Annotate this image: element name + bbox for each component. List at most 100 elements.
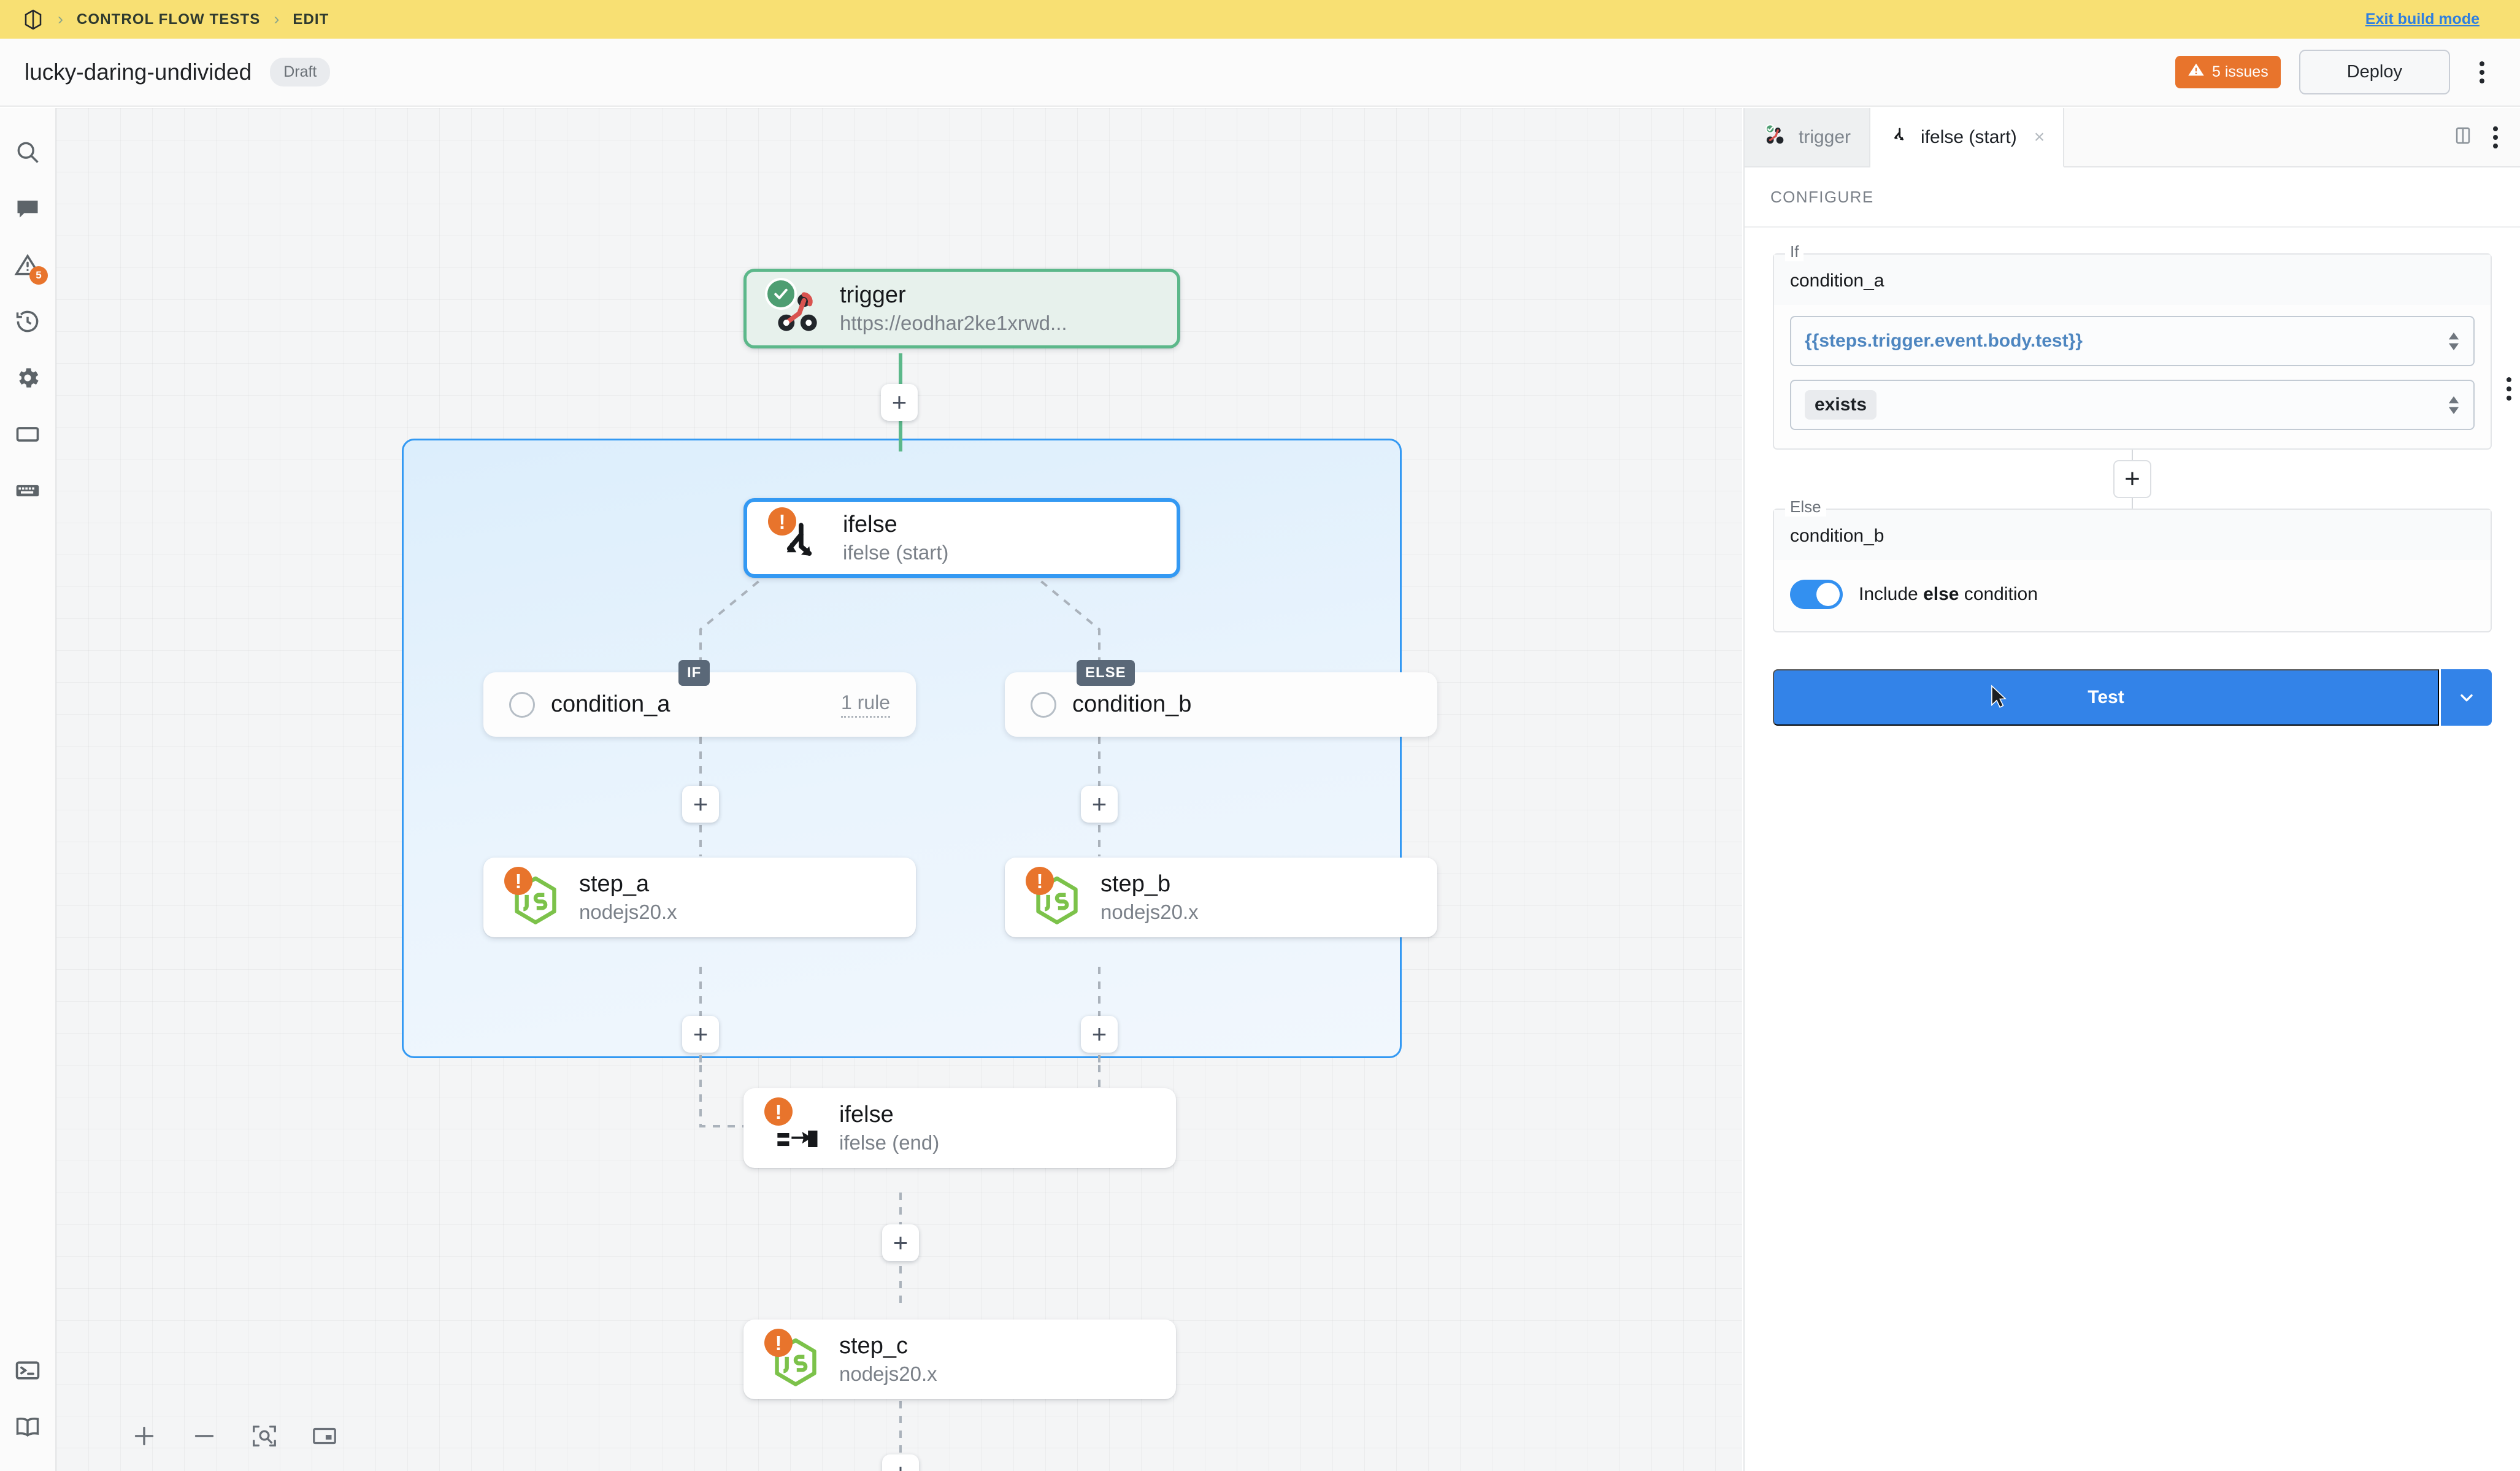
keyboard-icon[interactable] — [0, 463, 56, 519]
if-condition-title: condition_a — [1774, 255, 2491, 305]
issues-badge[interactable]: 5 issues — [2175, 56, 2281, 88]
include-else-label: Include else condition — [1859, 584, 2038, 605]
node-text: ifelse ifelse (start) — [843, 512, 948, 565]
add-step-button[interactable]: + — [1081, 1016, 1118, 1053]
node-subtitle: ifelse (start) — [843, 541, 949, 564]
add-condition-connector: + — [1745, 450, 2520, 512]
if-block: If condition_a {{steps.trigger.event.bod… — [1773, 242, 2511, 450]
fit-view-icon[interactable] — [245, 1417, 283, 1455]
search-icon[interactable] — [0, 124, 56, 180]
gear-icon[interactable] — [0, 350, 56, 406]
else-condition-body: Include else condition — [1774, 560, 2491, 631]
branch-tag-else: ELSE — [1077, 660, 1135, 686]
add-condition-button[interactable]: + — [2113, 460, 2151, 498]
zoom-out-icon[interactable] — [185, 1417, 223, 1455]
operator-value: exists — [1805, 390, 1877, 420]
status-ok-icon — [765, 278, 797, 310]
add-step-button[interactable]: + — [1081, 786, 1118, 823]
chevron-down-icon[interactable] — [2439, 669, 2492, 726]
node-trigger[interactable]: trigger https://eodhar2ke1xrwd... — [743, 269, 1180, 348]
exit-build-mode-link[interactable]: Exit build mode — [2365, 10, 2480, 28]
inspector-panel: trigger ifelse (start) × — [1743, 108, 2520, 1471]
expression-select[interactable]: {{steps.trigger.event.body.test}} — [1790, 316, 2475, 366]
minimap-icon[interactable] — [305, 1417, 344, 1455]
mouse-cursor — [1991, 685, 2007, 708]
deploy-button[interactable]: Deploy — [2299, 50, 2450, 94]
else-legend: Else — [1785, 497, 1826, 517]
branch-split-icon: ! — [768, 507, 827, 566]
node-ifelse-start[interactable]: ! ifelse ifelse (start) — [743, 498, 1180, 578]
include-else-toggle[interactable] — [1790, 580, 1843, 609]
tab-trigger[interactable]: trigger — [1745, 108, 1871, 166]
condition-radio[interactable] — [509, 691, 535, 718]
nodejs-icon: ! — [1026, 867, 1085, 926]
condition-rule-count[interactable]: 1 rule — [840, 691, 890, 718]
add-step-button[interactable]: + — [682, 1016, 719, 1053]
condition-row-more-icon[interactable] — [2507, 377, 2511, 401]
zoom-in-icon[interactable] — [125, 1417, 163, 1455]
node-title: step_a — [579, 870, 650, 897]
header-actions: 5 issues Deploy — [2175, 50, 2495, 94]
node-subtitle: nodejs20.x — [1101, 901, 1199, 924]
node-ifelse-end[interactable]: ! ifelse ifelse (end) — [743, 1088, 1176, 1168]
expression-value: {{steps.trigger.event.body.test}} — [1805, 331, 2083, 351]
terminal-icon[interactable] — [0, 1342, 56, 1399]
flow-canvas[interactable]: + — [56, 108, 1742, 1471]
node-step-b[interactable]: ! step_b nodejs20.x — [1005, 858, 1437, 937]
node-subtitle: ifelse (end) — [839, 1131, 940, 1154]
condition-label: condition_b — [1072, 691, 1192, 717]
workflow-header: lucky-daring-undivided Draft 5 issues De… — [0, 39, 2520, 107]
node-text: step_c nodejs20.x — [839, 1333, 937, 1386]
header-more-menu-icon[interactable] — [2468, 55, 2495, 90]
node-subtitle: nodejs20.x — [839, 1362, 937, 1386]
add-step-button[interactable]: + — [881, 384, 918, 421]
cube-icon[interactable] — [22, 9, 44, 31]
history-icon[interactable] — [0, 293, 56, 350]
warning-triangle-icon — [2188, 61, 2205, 83]
condition-radio[interactable] — [1031, 691, 1056, 718]
condition-node-condition-b[interactable]: condition_b — [1005, 672, 1437, 737]
page-title: lucky-daring-undivided — [25, 59, 252, 85]
add-step-button[interactable]: + — [882, 1224, 919, 1261]
test-button[interactable]: Test — [1773, 669, 2439, 726]
status-warning-icon: ! — [504, 867, 532, 895]
node-text: ifelse ifelse (end) — [839, 1102, 939, 1155]
test-button-group: Test — [1773, 669, 2492, 726]
split-panel-icon[interactable] — [2453, 125, 2473, 149]
warning-icon[interactable]: 5 — [0, 237, 56, 293]
node-text: step_a nodejs20.x — [579, 871, 677, 924]
status-warning-icon: ! — [764, 1329, 793, 1357]
book-icon[interactable] — [0, 1399, 56, 1455]
toggle-label-prefix: Include — [1859, 584, 1924, 604]
panel-more-menu-icon[interactable] — [2487, 123, 2504, 152]
comment-icon[interactable] — [0, 180, 56, 237]
connector-line-bottom — [2132, 498, 2133, 512]
status-warning-icon: ! — [768, 507, 796, 536]
node-step-c[interactable]: ! step_c nodejs20.x — [743, 1319, 1176, 1399]
add-step-button[interactable]: + — [882, 1454, 919, 1471]
tab-ifelse-start[interactable]: ifelse (start) × — [1870, 108, 2065, 167]
node-text: step_b nodejs20.x — [1101, 871, 1199, 924]
else-block: Else condition_b Include else condition — [1773, 497, 2492, 632]
branch-merge-icon: ! — [764, 1097, 823, 1156]
nodejs-icon: ! — [504, 867, 563, 926]
if-condition-body: {{steps.trigger.event.body.test}} exists — [1774, 305, 2511, 448]
operator-select[interactable]: exists — [1790, 380, 2475, 430]
canvas-toolbar — [125, 1417, 344, 1455]
node-subtitle: https://eodhar2ke1xrwd... — [840, 312, 1067, 335]
include-else-toggle-row[interactable]: Include else condition — [1790, 571, 2475, 613]
panel-icon[interactable] — [0, 406, 56, 463]
status-badge: Draft — [270, 58, 331, 86]
tabbar-actions — [2064, 108, 2520, 166]
breadcrumb-item-edit[interactable]: EDIT — [293, 10, 329, 28]
node-title: step_c — [839, 1332, 908, 1359]
breadcrumb-item-project[interactable]: CONTROL FLOW TESTS — [77, 10, 261, 28]
add-step-button[interactable]: + — [682, 786, 719, 823]
toggle-label-strong: else — [1923, 584, 1959, 604]
node-title: ifelse — [839, 1101, 894, 1127]
node-step-a[interactable]: ! step_a nodejs20.x — [483, 858, 916, 937]
chevron-updown-icon — [2448, 396, 2460, 414]
issues-label: 5 issues — [2212, 63, 2268, 80]
close-icon[interactable]: × — [2034, 126, 2045, 147]
